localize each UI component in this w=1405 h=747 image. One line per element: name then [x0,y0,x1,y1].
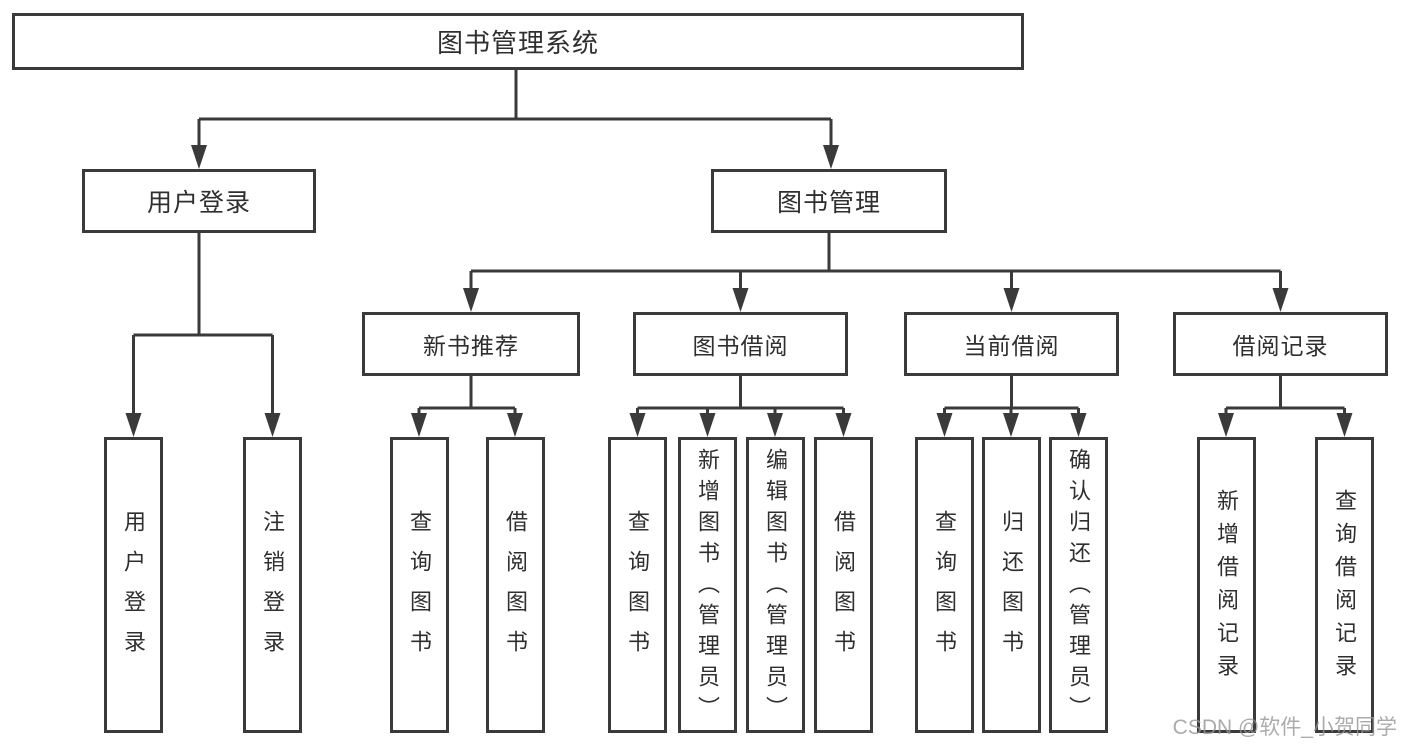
arrow-down-icon [835,413,852,437]
node-label: 编辑图书（管理员） [763,448,789,727]
node-new-book-recommendation: 新书推荐 [362,312,580,376]
csdn-watermark: CSDN @软件_小贺同学 [1172,716,1397,739]
node-book-management-branch: 图书管理 [711,169,947,233]
arrow-down-icon [463,288,479,312]
node-label: 新增图书（管理员） [695,448,721,727]
node-label: 查询借阅记录 [1332,489,1358,687]
node-label: 新书推荐 [423,333,519,359]
arrow-down-icon [767,413,783,437]
node-cb-return-books: 归还图书 [982,437,1041,733]
arrow-down-icon [1003,413,1019,437]
arrow-down-icon [1336,413,1353,437]
arrow-down-icon [507,413,523,437]
node-borrowing-records: 借阅记录 [1173,312,1388,376]
node-cb-confirm-return-admin: 确认归还（管理员） [1049,437,1108,733]
node-label: 确认归还（管理员） [1066,448,1092,727]
node-br-add-record: 新增借阅记录 [1197,437,1256,733]
node-label: 注销登录 [260,509,286,670]
node-bb-edit-book-admin: 编辑图书（管理员） [746,437,805,733]
arrow-down-icon [732,288,749,312]
connector-arrowheads [125,145,1353,437]
node-bb-add-book-admin: 新增图书（管理员） [678,437,737,733]
node-nbr-query-books: 查询图书 [390,437,449,733]
node-label: 用户登录 [121,509,147,670]
node-label: 借阅图书 [503,509,529,670]
node-library-management-system: 图书管理系统 [12,13,1024,70]
node-cb-query-books: 查询图书 [915,437,974,733]
arrow-down-icon [264,413,281,437]
node-bb-borrow-books: 借阅图书 [814,437,873,733]
node-label: 图书借阅 [692,333,789,359]
node-label: 图书管理系统 [436,28,599,58]
arrow-down-icon [699,413,716,437]
node-label: 归还图书 [999,509,1025,670]
node-label: 新增借阅记录 [1214,489,1240,687]
node-user-login-branch: 用户登录 [82,169,316,233]
arrow-down-icon [1070,413,1087,437]
node-label: 图书管理 [776,189,881,217]
node-label: 查询图书 [932,509,958,670]
node-br-query-record: 查询借阅记录 [1315,437,1374,733]
node-label: 当前借阅 [963,333,1060,359]
arrow-down-icon [1003,288,1020,312]
connector-lines [132,69,1346,415]
node-nbr-borrow-books: 借阅图书 [486,437,545,733]
arrow-down-icon [125,413,142,437]
node-label: 查询图书 [407,509,433,670]
node-label: 查询图书 [625,509,651,670]
node-label: 用户登录 [146,189,251,217]
node-label: 借阅图书 [831,509,857,670]
arrow-down-icon [1218,413,1234,437]
node-current-borrowing: 当前借阅 [904,312,1119,376]
arrow-down-icon [629,413,646,437]
node-logout: 注销登录 [243,437,302,733]
arrow-down-icon [936,413,953,437]
arrow-down-icon [1272,288,1289,312]
arrow-down-icon [411,413,427,437]
node-bb-query-books: 查询图书 [608,437,667,733]
node-book-borrowing: 图书借阅 [633,312,848,376]
arrow-down-icon [823,145,839,169]
node-label: 借阅记录 [1232,333,1329,359]
node-user-login: 用户登录 [104,437,163,733]
arrow-down-icon [191,145,207,169]
